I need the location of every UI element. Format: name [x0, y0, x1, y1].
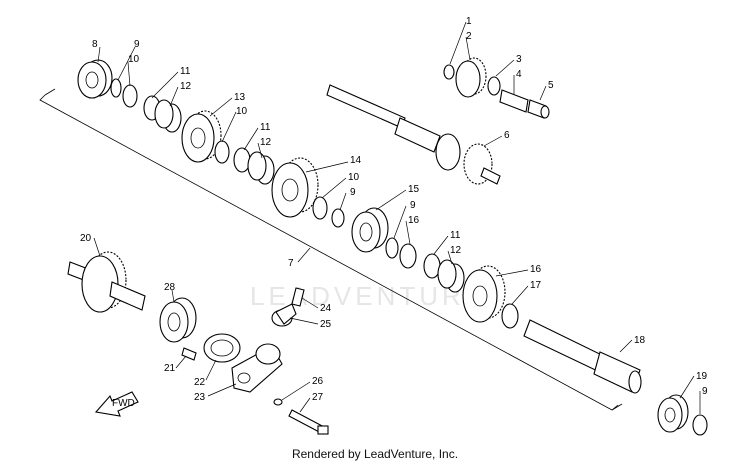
part-13-gear[interactable] [181, 110, 222, 163]
part-9-snap-ring-c[interactable] [385, 237, 399, 259]
callout-23: 23 [194, 392, 206, 403]
part-24-25-speed-sensor[interactable] [271, 287, 305, 327]
part-15-shift-collar[interactable] [351, 207, 389, 253]
callout-25: 25 [320, 319, 332, 330]
callout-26: 26 [312, 376, 324, 387]
callout-9c: 9 [410, 200, 416, 211]
callout-5: 5 [548, 80, 554, 91]
part-27-bolt[interactable] [288, 409, 329, 435]
callout-10c: 10 [348, 172, 360, 183]
callout-11b: 11 [260, 122, 271, 133]
callout-10b: 10 [236, 106, 248, 117]
callout-8: 8 [92, 39, 98, 50]
part-3-spacer[interactable] [487, 76, 501, 96]
callout-7: 7 [288, 258, 294, 269]
callout-11c: 11 [450, 230, 461, 241]
part-2-gear[interactable] [455, 57, 487, 98]
part-12-needle-bearing-c[interactable] [437, 259, 465, 293]
callout-24: 24 [320, 303, 332, 314]
callout-4: 4 [516, 69, 522, 80]
part-28-ball-bearing[interactable] [159, 297, 197, 343]
callout-16: 16 [408, 215, 420, 226]
part-9-snap-ring-d[interactable] [692, 414, 708, 436]
callout-1: 1 [466, 16, 472, 27]
part-19-coupler[interactable] [657, 394, 689, 433]
callout-21: 21 [164, 363, 176, 374]
part-16-washer[interactable] [399, 243, 417, 269]
callout-9d: 9 [702, 386, 708, 397]
callout-9b: 9 [350, 187, 356, 198]
part-17-gear[interactable] [462, 265, 506, 323]
part-9-snap-ring[interactable] [110, 78, 122, 98]
part-14-gear[interactable] [271, 157, 319, 218]
callout-9: 9 [134, 39, 140, 50]
callout-20: 20 [80, 233, 92, 244]
fwd-arrow-icon: FWD [94, 391, 139, 417]
part-10-washer-c[interactable] [312, 196, 328, 220]
part-22-gasket[interactable] [203, 333, 241, 363]
part-10-washer[interactable] [122, 84, 138, 108]
part-9-snap-ring-b[interactable] [331, 208, 345, 228]
callout-labels: 8 9 10 11 12 13 10 11 12 14 10 9 15 9 16… [80, 16, 708, 414]
part-6-input-shaft[interactable] [326, 84, 501, 185]
callout-17: 16 [530, 264, 542, 275]
callout-6: 6 [504, 130, 510, 141]
callout-28: 28 [164, 282, 176, 293]
part-21-dowel-pin[interactable] [181, 347, 197, 361]
part-16-washer-b[interactable] [501, 303, 519, 329]
svg-text:FWD: FWD [112, 398, 135, 409]
callout-12c: 12 [450, 245, 462, 256]
callout-16b: 17 [530, 280, 542, 291]
callout-18: 18 [634, 335, 646, 346]
part-4-sleeve[interactable] [499, 89, 529, 113]
part-12-needle-bearing[interactable] [154, 99, 182, 133]
part-1-snap-ring[interactable] [443, 64, 455, 80]
part-10-washer-b[interactable] [214, 140, 230, 164]
callout-19: 19 [696, 371, 708, 382]
callout-3: 3 [516, 54, 522, 65]
callout-12: 12 [180, 81, 192, 92]
callout-13: 13 [234, 92, 246, 103]
callout-2: 2 [466, 31, 472, 42]
callout-22: 22 [194, 377, 206, 388]
callout-15: 15 [408, 184, 420, 195]
part-26-washer[interactable] [273, 398, 283, 406]
assembly-frame-line [39, 94, 619, 411]
part-8-clutch-hub[interactable] [77, 59, 113, 99]
part-5-bushing[interactable] [527, 99, 550, 119]
part-18-output-shaft[interactable] [523, 319, 642, 394]
callout-10: 10 [128, 54, 140, 65]
callout-27: 27 [312, 392, 324, 403]
footer-caption: Rendered by LeadVenture, Inc. [291, 447, 459, 461]
part-20-countershaft-gear[interactable] [67, 251, 146, 313]
part-12-needle-bearing-b[interactable] [247, 151, 275, 185]
callout-14: 14 [350, 155, 362, 166]
callout-12b: 12 [260, 137, 272, 148]
callout-11: 11 [180, 66, 191, 77]
